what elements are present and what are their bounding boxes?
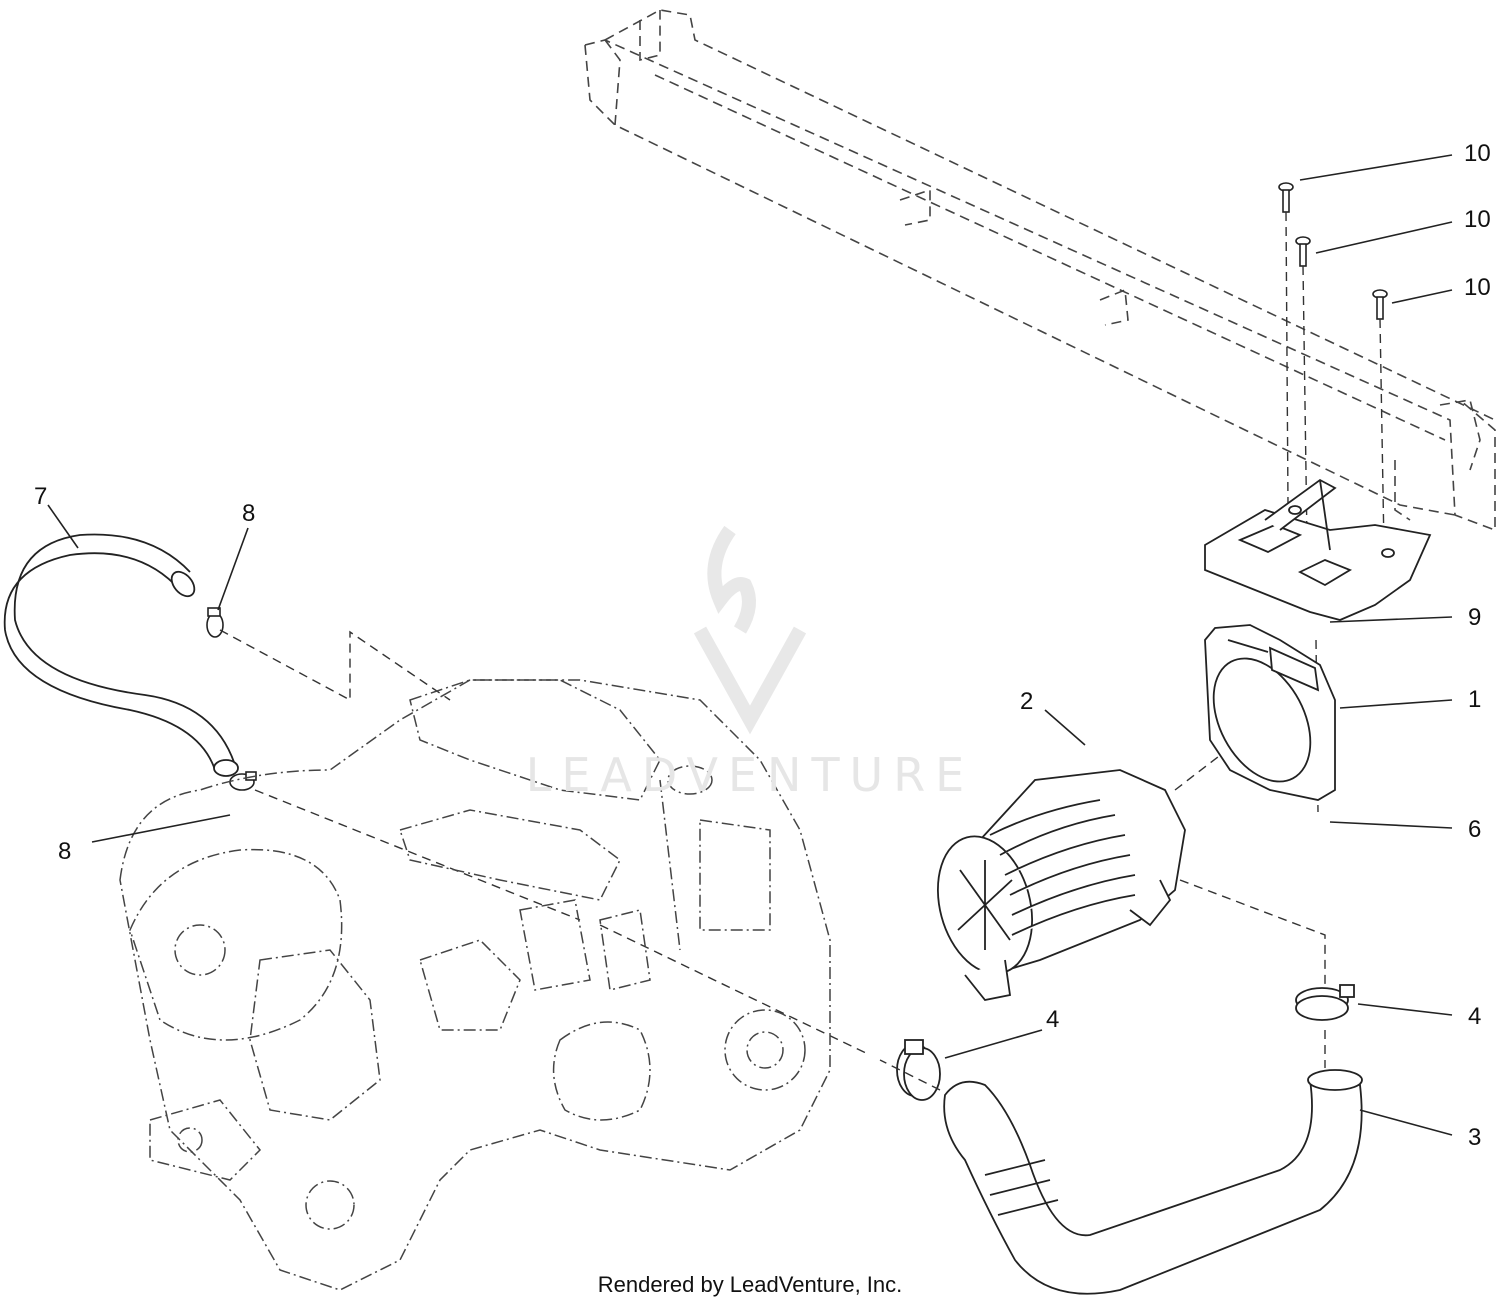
screw-10-b-icon (1295, 236, 1311, 267)
filter-housing-bracket (1204, 624, 1336, 801)
callout-2: 2 (1020, 688, 1034, 715)
callout-3: 3 (1468, 1124, 1482, 1151)
bracket-plate (1204, 478, 1432, 621)
clamp-8-top-icon (206, 607, 224, 638)
callout-8-bottom: 8 (58, 838, 72, 865)
callout-8-top: 8 (242, 500, 256, 527)
callout-7: 7 (34, 483, 48, 510)
callout-6: 6 (1468, 816, 1482, 843)
callout-10-b: 10 (1464, 206, 1491, 233)
callout-10-a: 10 (1464, 140, 1491, 167)
callout-4-right: 4 (1468, 1003, 1482, 1030)
hose-clamp-4-right-icon (1295, 984, 1355, 1021)
watermark-text: LEADVENTURE (525, 748, 975, 802)
watermark-logo-icon (693, 525, 807, 735)
leader-lines (47, 154, 1453, 1136)
breather-hose (3, 533, 239, 777)
air-filter (937, 769, 1186, 1001)
callout-9: 9 (1468, 604, 1482, 631)
frame-rail (584, 9, 1496, 532)
callout-10-c: 10 (1464, 274, 1491, 301)
engine-assembly (119, 679, 831, 1291)
intake-hose (943, 1069, 1363, 1295)
hose-clamp-4-left-icon (896, 1039, 941, 1101)
render-credit: Rendered by LeadVenture, Inc. (597, 1272, 903, 1297)
callout-1: 1 (1468, 686, 1482, 713)
callout-4-left: 4 (1046, 1006, 1060, 1033)
screw-10-c-icon (1372, 289, 1388, 320)
screw-10-a-icon (1278, 182, 1294, 213)
